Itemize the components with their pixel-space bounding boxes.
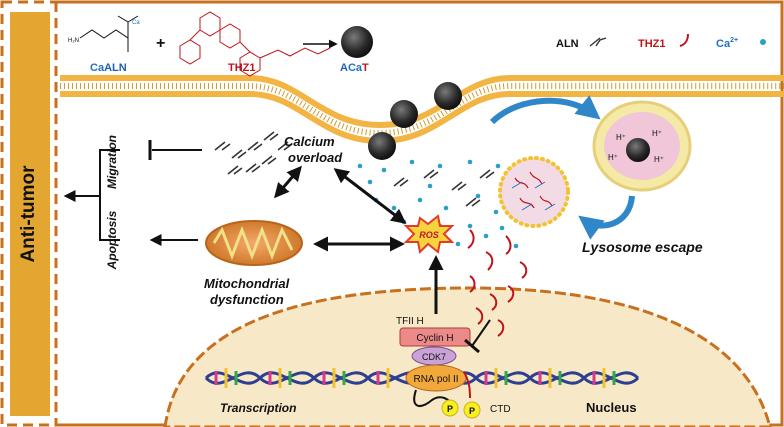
svg-text:Ca: Ca: [132, 20, 140, 26]
svg-text:H⁺: H⁺: [654, 155, 664, 164]
acat-label: ACaT: [340, 62, 369, 74]
cyclin-h-label: Cyclin H: [416, 333, 453, 344]
ctd-label: CTD: [490, 404, 511, 415]
tfiih-label: TFII H: [396, 316, 424, 327]
legend-thz1: THZ1: [638, 38, 666, 50]
plus-sign: +: [156, 35, 165, 52]
rna-pol-label: RNA pol II: [413, 374, 458, 385]
ca-icon: [760, 39, 766, 45]
svg-text:H₂N: H₂N: [68, 38, 79, 44]
mito-label-2: dysfunction: [210, 292, 284, 307]
legend-ca: Ca2+: [716, 37, 738, 50]
nanoparticle-membrane-1: [390, 100, 418, 128]
mito-label-1: Mitochondrial: [204, 276, 290, 291]
uptake-arrow: [489, 95, 601, 125]
thz1-label: THZ1: [228, 62, 256, 74]
thz1-inhibit-bar: [464, 338, 480, 354]
phosphorylation-arrow: [463, 371, 471, 399]
svg-text:P: P: [469, 406, 475, 416]
calcium-overload-label-2: overload: [288, 150, 343, 165]
anti-tumor-label: Anti-tumor: [18, 165, 39, 263]
ca-aln-structure: [79, 15, 139, 52]
phospho-2: [463, 401, 481, 419]
ros-label: ROS: [419, 230, 439, 240]
transcription-label: Transcription: [220, 401, 296, 415]
aln-cluster: [214, 131, 293, 175]
apoptosis-label: Apoptosis: [105, 210, 119, 270]
anti-tumor-panel: [10, 12, 50, 416]
calcium-mito-arrow: [274, 165, 302, 199]
ca-aln-label: CaALN: [90, 62, 127, 74]
legend-aln: ALN: [556, 38, 579, 50]
svg-text:P: P: [447, 404, 453, 414]
thz1-structure: [179, 11, 331, 77]
nanoparticle-endosome: [626, 138, 650, 162]
migration-label: Migration: [105, 135, 119, 189]
mitochondrion-cristae: [212, 225, 294, 261]
nanoparticle-endocytosed: [368, 132, 396, 160]
escape-arrow: [578, 195, 635, 240]
acat-nanoparticle: [341, 26, 373, 58]
nanoparticle-membrane-2: [434, 82, 462, 110]
cdk7-label: CDK7: [422, 352, 446, 362]
lysosome-escape-label: Lysosome escape: [582, 239, 703, 255]
anti-tumor-bracket: [66, 149, 120, 241]
calcium-ros-arrow: [333, 168, 407, 224]
ros-burst: [403, 214, 455, 255]
cyclin-h: [399, 327, 471, 347]
nucleus-label: Nucleus: [586, 400, 637, 415]
svg-text:H⁺: H⁺: [652, 129, 662, 138]
thz1-icon: [679, 33, 689, 47]
thz1-inhibit-line: [471, 319, 491, 347]
aln-scattered: [393, 169, 495, 207]
calcium-overload-label-1: Calcium: [284, 134, 335, 149]
thz1-fragments: [467, 229, 528, 337]
svg-text:H⁺: H⁺: [608, 153, 618, 162]
lysosome-rupture: [498, 156, 570, 228]
svg-text:H⁺: H⁺: [616, 133, 626, 142]
aln-icon: [589, 37, 607, 47]
nucleus: [163, 286, 772, 427]
phospho-1: [441, 399, 459, 417]
